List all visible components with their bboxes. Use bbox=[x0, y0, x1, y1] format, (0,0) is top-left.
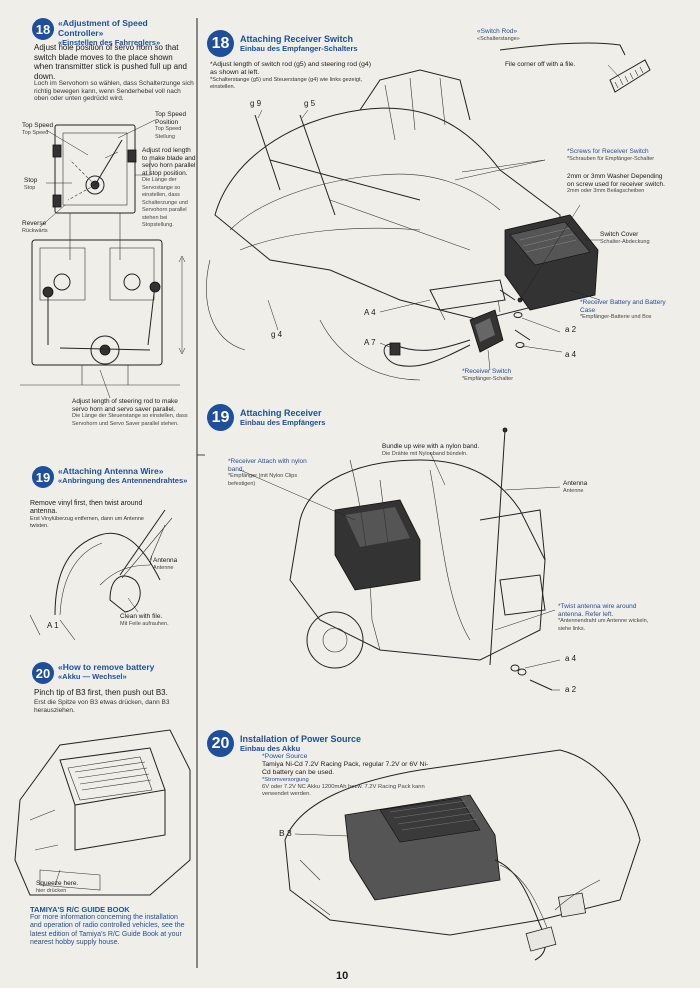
label-part-a1: A 1 bbox=[47, 621, 59, 630]
label-switch-rod: «Switch Rod»«Schalterstange» bbox=[477, 28, 520, 42]
speed-controller-diagram bbox=[20, 119, 186, 399]
step-badge: 18 bbox=[207, 30, 234, 57]
left-step18-body-de: Loch im Servohorn so wählen, dass Schalt… bbox=[34, 80, 194, 103]
left-step20-title: «How to remove battery bbox=[58, 662, 155, 672]
right-step19-header: 19 Attaching Receiver Einbau des Empfäng… bbox=[207, 404, 325, 431]
label-g9: g 9 bbox=[250, 99, 262, 108]
left-step20-title-de: «Akku — Wechsel» bbox=[58, 672, 127, 681]
step-badge: 20 bbox=[32, 662, 54, 684]
guide-book-title: TAMIYA'S R/C GUIDE BOOK bbox=[30, 905, 130, 914]
left-step18-title-de: «Einstellen des Fahrreglers» bbox=[58, 38, 161, 47]
label-receiver-battery: *Receiver Battery and Battery Case*Empfä… bbox=[580, 299, 666, 320]
receiver-diagram bbox=[239, 427, 561, 691]
right-step18-title: Attaching Receiver Switch bbox=[240, 34, 354, 44]
guide-book-body: For more information concerning the inst… bbox=[30, 914, 185, 947]
step-badge: 19 bbox=[32, 466, 54, 488]
label-a2-screw-19: a 2 bbox=[565, 685, 577, 694]
right-step20-title-de: Einbau des Akku bbox=[240, 744, 301, 753]
left-step20-body-de: Erst die Spitze von B3 etwas drücken, da… bbox=[34, 699, 170, 714]
label-adjust-steering: Adjust length of steering rod to make se… bbox=[72, 398, 188, 427]
label-a4-washer-19: a 4 bbox=[565, 654, 577, 663]
label-receiver-switch: *Receiver Switch*Empfänger-Schalter bbox=[462, 368, 514, 382]
label-g4: g 4 bbox=[271, 330, 283, 339]
power-source-note: *Power Source Tamiya Ni-Cd 7.2V Racing P… bbox=[262, 753, 429, 797]
right-step20-header: 20 Installation of Power Source Einbau d… bbox=[207, 730, 361, 757]
left-step18-body: Adjust hole position of servo horn so th… bbox=[34, 43, 187, 81]
label-receiver: *Receiver Attach with nylon band.*Empfän… bbox=[228, 458, 307, 487]
right-step18-header: 18 Attaching Receiver Switch Einbau des … bbox=[207, 30, 358, 57]
left-step19-title-de: «Anbringung des Antennendrahtes» bbox=[58, 476, 188, 485]
left-step20-body: Pinch tip of B3 first, then push out B3. bbox=[34, 688, 168, 697]
right-step19-title: Attaching Receiver bbox=[240, 408, 322, 418]
label-twist-antenna: *Twist antenna wire around antenna. Refe… bbox=[558, 603, 649, 632]
step-badge: 20 bbox=[207, 730, 234, 757]
antenna-wire-diagram bbox=[29, 509, 173, 641]
right-step18-title-de: Einbau des Empfanger-Schalters bbox=[240, 44, 358, 53]
guide-book-box: TAMIYA'S R/C GUIDE BOOK For more informa… bbox=[30, 905, 188, 948]
label-bundle-wire: Bundle up wire with a nylon band.Die Drä… bbox=[382, 443, 480, 457]
label-a2-screw: a 2 bbox=[565, 325, 577, 334]
label-washer: 2mm or 3mm Washer Depending on screw use… bbox=[567, 173, 665, 194]
left-step18-header: 18 «Adjustment of Speed Controller» «Ein… bbox=[32, 18, 194, 47]
label-screws: *Screws for Receiver Switch*Schrauben fü… bbox=[567, 148, 655, 162]
step-badge: 19 bbox=[207, 404, 234, 431]
page-number: 10 bbox=[336, 970, 349, 982]
label-a7-part: A 7 bbox=[364, 338, 376, 347]
right-step18-note: *Adjust length of switch rod (g5) and st… bbox=[210, 61, 371, 90]
left-step18-title: «Adjustment of Speed Controller» bbox=[58, 18, 148, 38]
label-g5: g 5 bbox=[304, 99, 316, 108]
right-step20-title: Installation of Power Source bbox=[240, 734, 362, 744]
left-step19-title: «Attaching Antenna Wire» bbox=[58, 466, 164, 476]
antenna-remove-note: Remove vinyl first, then twist around an… bbox=[30, 500, 144, 529]
label-squeeze-here: Squeeze here.hier drücken bbox=[36, 880, 79, 894]
label-a4-washer: a 4 bbox=[565, 350, 577, 359]
power-source-diagram bbox=[284, 749, 641, 961]
label-clean-with-file: Clean with file.Mit Feile aufrauhen. bbox=[120, 613, 169, 627]
receiver-switch-diagram bbox=[206, 42, 651, 381]
battery-removal-diagram bbox=[14, 729, 191, 896]
label-a4-part: A 4 bbox=[364, 308, 376, 317]
label-adjust-rod: Adjust rod length to make blade and serv… bbox=[142, 147, 196, 228]
left-step19-header: 19 «Attaching Antenna Wire» «Anbringung … bbox=[32, 466, 194, 488]
left-step20-header: 20 «How to remove battery «Akku — Wechse… bbox=[32, 662, 194, 684]
step-badge: 18 bbox=[32, 18, 54, 40]
label-b3: B 3 bbox=[279, 828, 292, 838]
label-file-corner: File corner off with a file. bbox=[505, 61, 576, 68]
right-step19-title-de: Einbau des Empfängers bbox=[240, 418, 326, 427]
